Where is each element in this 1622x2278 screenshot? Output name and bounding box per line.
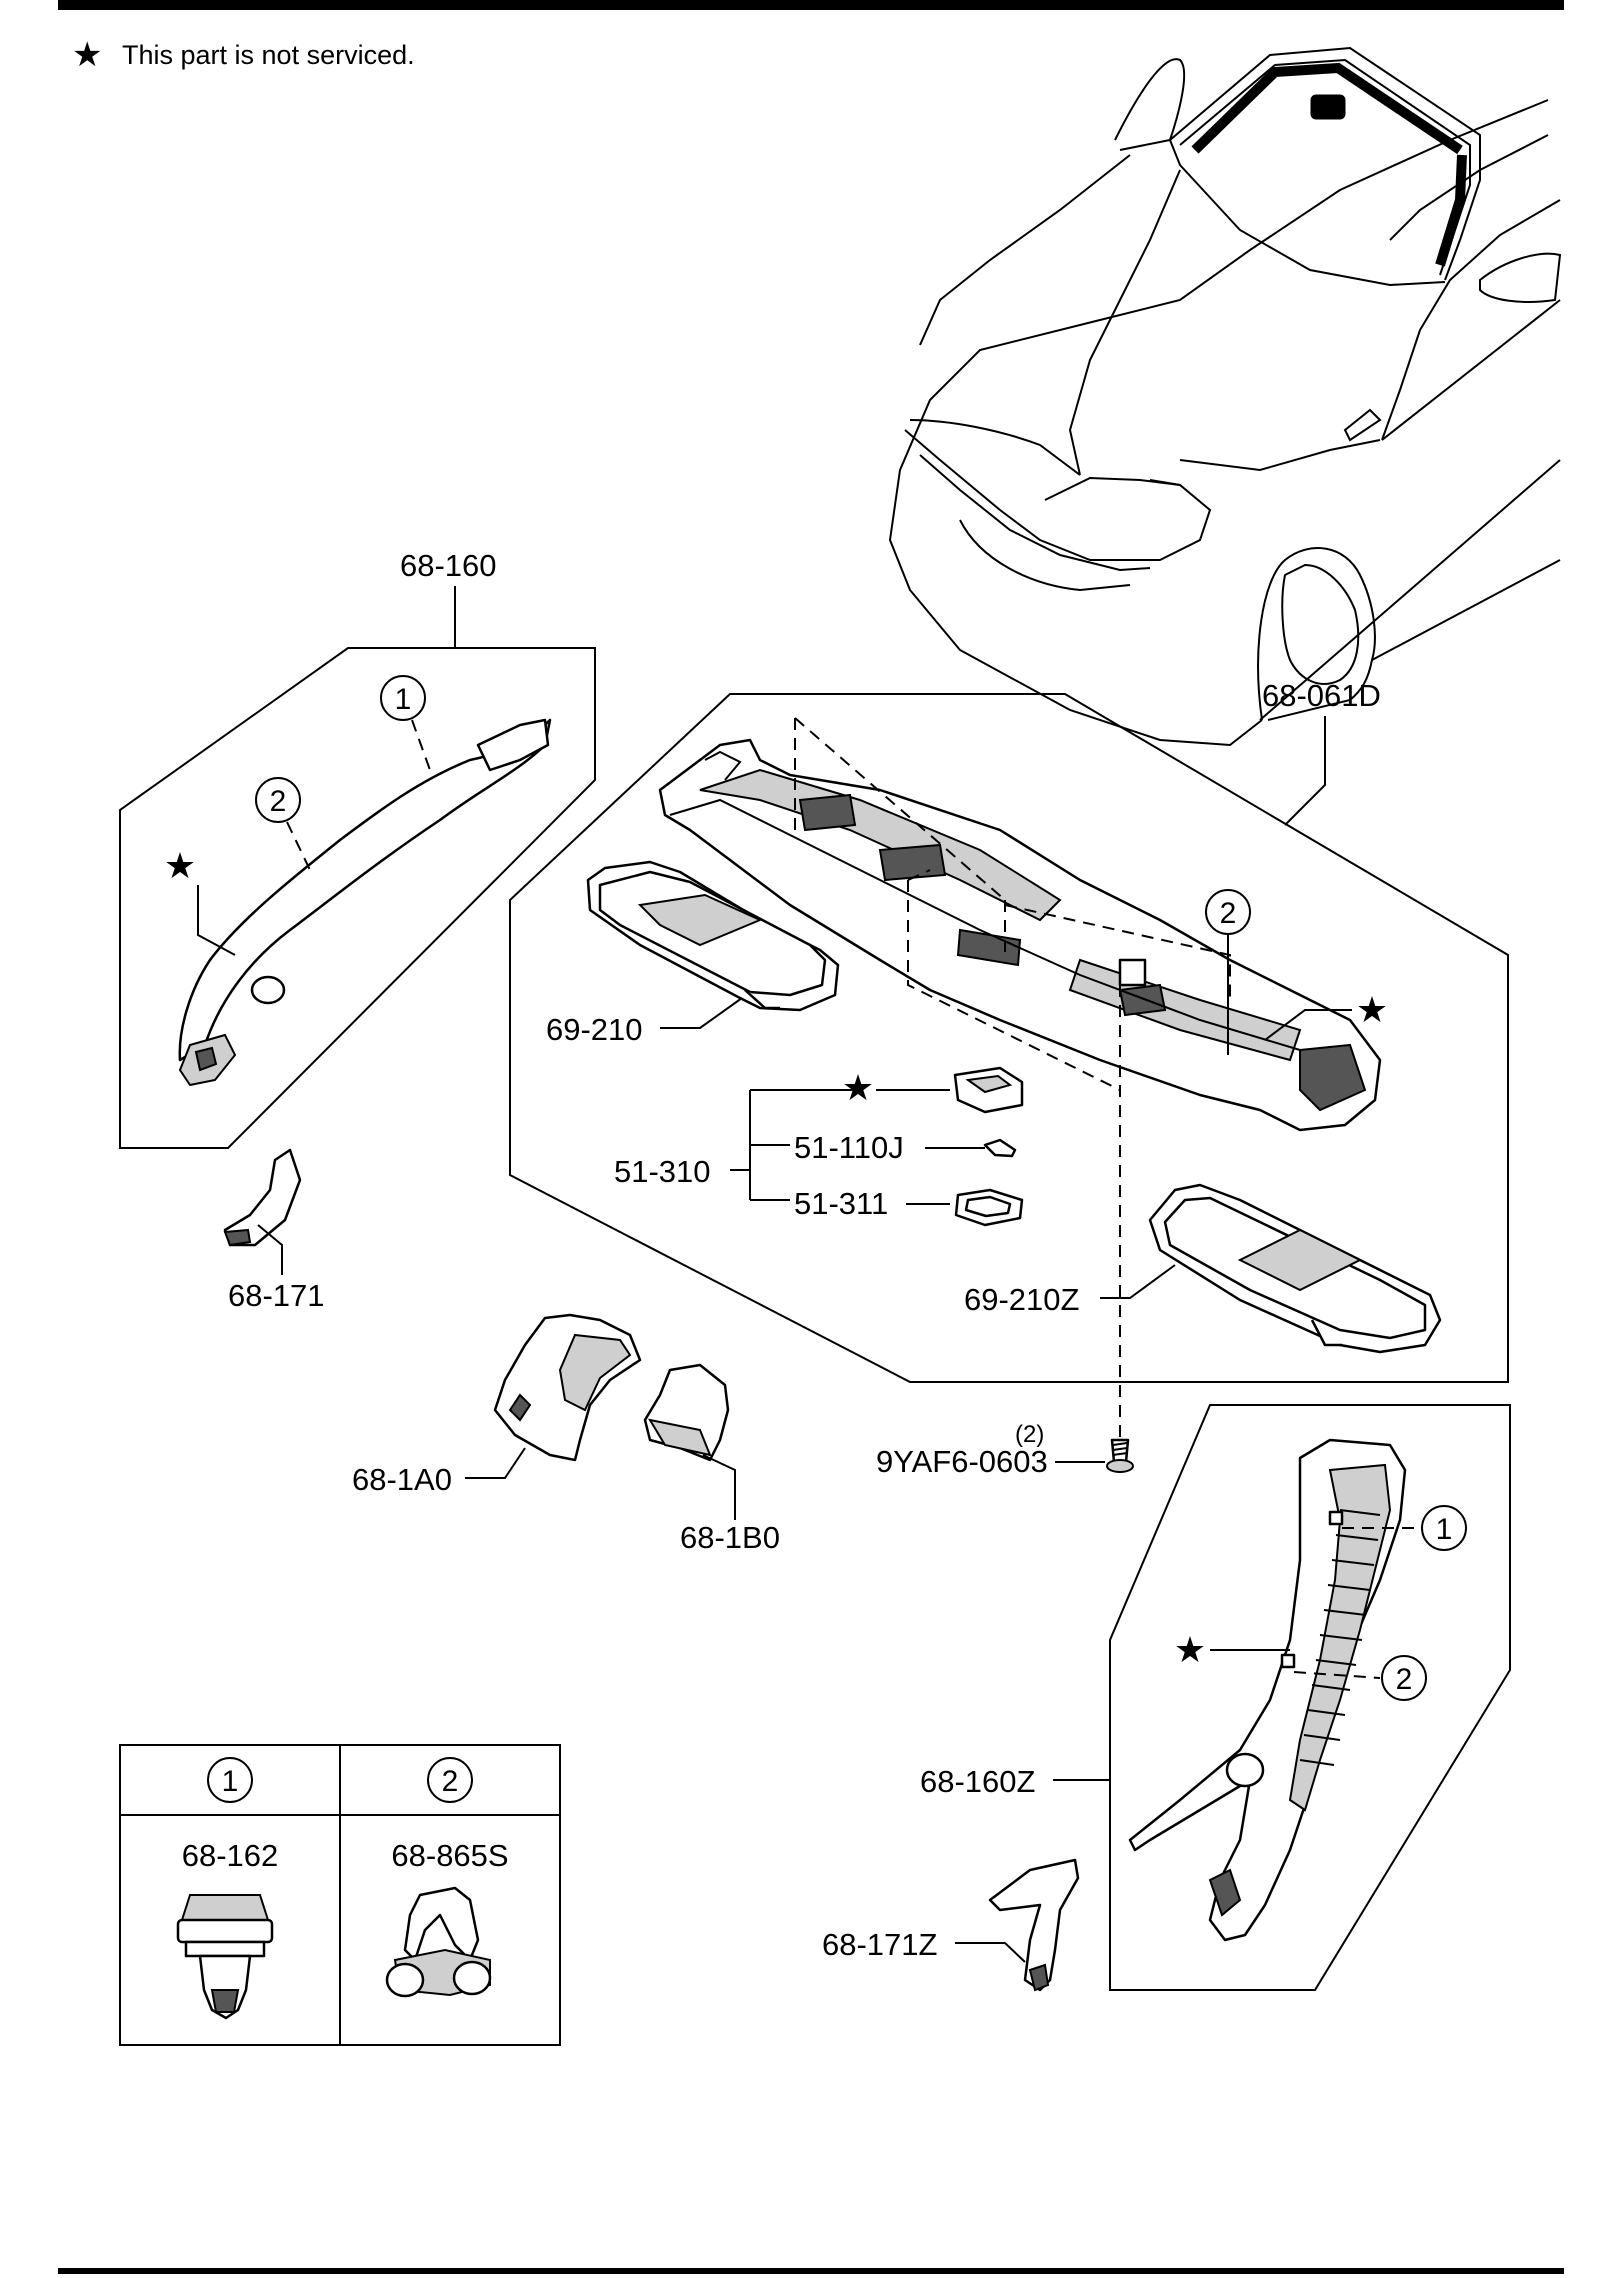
part-map-lamp-lens-star bbox=[953, 1066, 1024, 1114]
star-center-right: ★ bbox=[1356, 989, 1388, 1030]
part-bulb-51-110J bbox=[983, 1138, 1017, 1158]
callout-1-right: 1 bbox=[1436, 1513, 1453, 1546]
part-68-1B0 bbox=[643, 1363, 730, 1462]
leader-68-1A0 bbox=[465, 1447, 526, 1479]
callout-2-right: 2 bbox=[1396, 1663, 1413, 1696]
label-68-1B0: 68-1B0 bbox=[680, 1520, 780, 1555]
leader-callout-1-left bbox=[411, 719, 431, 771]
dashed-bracket-right bbox=[1004, 904, 1231, 1000]
dashed-bracket-upper bbox=[794, 717, 1006, 955]
part-sun-visor-left bbox=[586, 860, 840, 1012]
callout-2-left: 2 bbox=[270, 785, 287, 818]
leader-star-left bbox=[197, 885, 236, 956]
part-68-171 bbox=[223, 1148, 302, 1247]
callout-circle-2-right bbox=[1381, 1655, 1427, 1701]
box-68-160Z bbox=[1109, 1404, 1511, 1991]
car-illustration bbox=[888, 46, 1562, 747]
callout-circle-2-left bbox=[255, 777, 301, 823]
label-69-210Z: 69-210Z bbox=[964, 1282, 1079, 1317]
box-68-160 bbox=[119, 647, 596, 1149]
legend-part-68-865S: 68-865S bbox=[391, 1838, 508, 1873]
leader-68-171Z bbox=[955, 1942, 1026, 1963]
leader-68-171 bbox=[257, 1224, 283, 1275]
label-9YAF6-0603: 9YAF6-0603 bbox=[876, 1444, 1048, 1479]
leader-68-1B0 bbox=[702, 1454, 736, 1520]
part-overhead-console bbox=[658, 738, 1382, 1132]
label-68-171: 68-171 bbox=[228, 1278, 325, 1313]
leader-69-210 bbox=[660, 997, 743, 1029]
top-border-bar bbox=[58, 0, 1564, 10]
label-68-160: 68-160 bbox=[400, 548, 497, 583]
part-68-1A0 bbox=[493, 1313, 642, 1462]
part-sun-visor-right bbox=[1148, 1183, 1442, 1354]
box-68-061D bbox=[509, 693, 1509, 1383]
legend-header-circle-1 bbox=[207, 1757, 253, 1803]
star-left-box: ★ bbox=[164, 845, 196, 886]
callout-2-center: 2 bbox=[1220, 897, 1237, 930]
label-68-061D: 68-061D bbox=[1262, 678, 1381, 713]
callout-circle-1-left bbox=[380, 675, 426, 721]
label-51-110J: 51-110J bbox=[794, 1130, 904, 1165]
bottom-border-bar bbox=[58, 2268, 1564, 2274]
part-lens-51-311 bbox=[954, 1188, 1024, 1227]
note-text: This part is not serviced. bbox=[122, 40, 415, 70]
clip-68-162-icon bbox=[176, 1894, 274, 2020]
callout-circle-1-right bbox=[1421, 1505, 1467, 1551]
part-68-171Z bbox=[988, 1858, 1080, 1992]
leader-star-center-right bbox=[1264, 1009, 1352, 1041]
part-left-pillar-trim bbox=[178, 718, 552, 1087]
label-68-1A0: 68-1A0 bbox=[352, 1462, 452, 1497]
label-qty: (2) bbox=[1015, 1421, 1044, 1448]
label-51-310: 51-310 bbox=[614, 1154, 711, 1189]
label-68-160Z: 68-160Z bbox=[920, 1764, 1035, 1799]
star-map-lamp: ★ bbox=[842, 1067, 874, 1108]
star-right-box: ★ bbox=[1174, 1629, 1206, 1670]
dashed-bracket-lower bbox=[907, 869, 1121, 1091]
bracket-51-310 bbox=[730, 1089, 858, 1201]
leader-callout-2-right bbox=[1293, 1671, 1381, 1679]
legend-header-1: 1 bbox=[222, 1765, 239, 1798]
legend-table bbox=[119, 1744, 561, 2046]
label-68-171Z: 68-171Z bbox=[822, 1927, 937, 1962]
legend-header-2: 2 bbox=[442, 1765, 459, 1798]
leader-callout-2-left bbox=[286, 821, 311, 871]
part-right-pillar-trim bbox=[1128, 1438, 1407, 1942]
label-51-311: 51-311 bbox=[794, 1186, 888, 1221]
legend-part-68-162: 68-162 bbox=[182, 1838, 279, 1873]
legend-header-circle-2 bbox=[427, 1757, 473, 1803]
leader-69-210Z bbox=[1100, 1264, 1176, 1299]
label-69-210: 69-210 bbox=[546, 1012, 643, 1047]
callout-1-left: 1 bbox=[395, 683, 412, 716]
part-screw-9YAF6-0603 bbox=[1106, 1438, 1134, 1473]
clip-68-865S-icon bbox=[385, 1886, 492, 1998]
leader-68-061D bbox=[1284, 716, 1326, 826]
note-star-icon: ★ bbox=[72, 36, 102, 74]
